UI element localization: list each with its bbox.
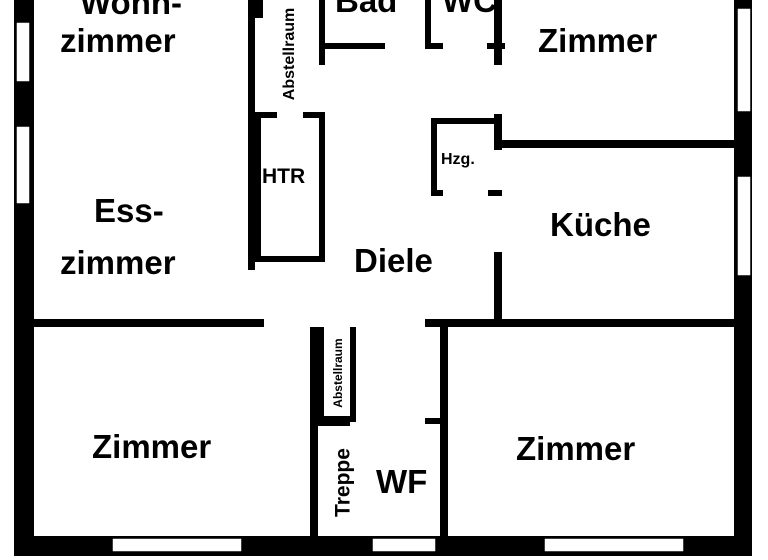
window-south-2 bbox=[371, 537, 437, 553]
room-label-diele: Diele bbox=[354, 242, 433, 279]
room-label-zimmer-se: Zimmer bbox=[516, 430, 636, 467]
room-label-zimmer-sw: Zimmer bbox=[92, 428, 212, 465]
room-label-abstellraum-upper: Abstellraum bbox=[281, 7, 298, 101]
window-south-3 bbox=[543, 537, 685, 553]
window-east-1 bbox=[736, 7, 752, 113]
room-label-wf: WF bbox=[376, 463, 428, 500]
window-west-1 bbox=[15, 21, 31, 83]
room-label-kueche: Küche bbox=[550, 206, 651, 243]
room-label-wc: WC bbox=[442, 0, 497, 19]
room-label-abstellraum-lower: Abstellraum bbox=[331, 338, 345, 408]
window-south-1 bbox=[111, 537, 243, 553]
room-label-htr: HTR bbox=[262, 165, 306, 188]
room-label-hzg: Hzg. bbox=[441, 151, 475, 168]
room-label-esszimmer-line1: Ess- bbox=[94, 192, 164, 229]
room-label-treppe: Treppe bbox=[331, 448, 355, 517]
window-east-2 bbox=[736, 175, 752, 277]
window-west-2 bbox=[15, 125, 31, 205]
room-label-wohnzimmer-line1: Wohn- bbox=[80, 0, 183, 21]
room-label-esszimmer-line2: zimmer bbox=[60, 244, 176, 281]
room-label-bad: Bad bbox=[335, 0, 398, 19]
room-label-wohnzimmer-line2: zimmer bbox=[60, 22, 176, 59]
windows bbox=[15, 7, 752, 553]
room-label-zimmer-ne: Zimmer bbox=[538, 22, 658, 59]
